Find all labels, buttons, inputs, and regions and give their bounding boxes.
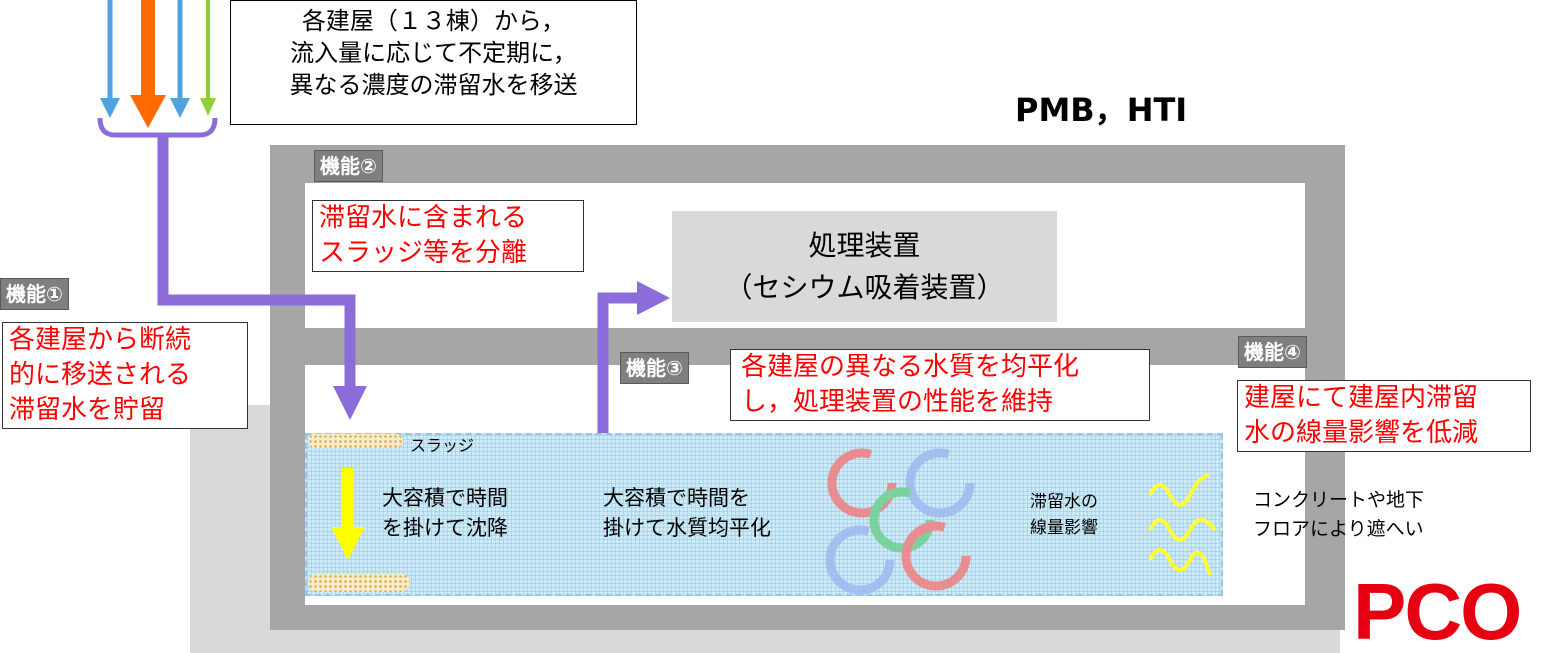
dose-line-2: 線量影響 (1030, 518, 1098, 538)
function-1-line-2: 的に移送される (9, 360, 192, 390)
down-arrow-icon (331, 468, 365, 560)
function-3-box: 各建屋の異なる水質を均平化 し，処理装置の性能を維持 (730, 349, 1150, 421)
shield-line-1: コンクリートや地下 (1253, 489, 1425, 511)
equalize-text: 大容積で時間を 掛けて水質均平化 (603, 483, 771, 543)
treatment-unit: 処理装置 （セシウム吸着装置） (672, 211, 1057, 322)
function-4-label: 機能④ (1238, 336, 1307, 368)
equalize-line-2: 掛けて水質均平化 (603, 516, 771, 540)
transfer-line-2: 流入量に応じて不定期に， (290, 39, 577, 67)
transfer-line-3: 異なる濃度の滞留水を移送 (289, 71, 578, 99)
wave-arrow-icon (1148, 473, 1217, 576)
dose-text: 滞留水の 線量影響 (1030, 489, 1098, 541)
facility-title: PMB，HTI (1015, 91, 1188, 129)
function-2-label: 機能② (314, 150, 383, 182)
function-1-line-1: 各建屋から断続 (9, 325, 192, 355)
treatment-unit-subtitle: （セシウム吸着装置） (724, 271, 1005, 304)
flow-arrow-to-processor (597, 292, 640, 433)
sludge-label: スラッジ (410, 436, 475, 455)
function-1-line-3: 滞留水を貯留 (9, 395, 166, 425)
function-3-line-2: し，処理装置の性能を維持 (741, 387, 1054, 417)
sludge-deposit (308, 574, 410, 592)
shield-text: コンクリートや地下 フロアにより遮へい (1253, 486, 1424, 544)
collector-bracket (97, 117, 218, 138)
dose-line-1: 滞留水の (1030, 492, 1098, 512)
inflow-arrows (100, 0, 216, 128)
function-1-box: 各建屋から断続 的に移送される 滞留水を貯留 (2, 322, 248, 429)
flow-arrow (157, 135, 356, 390)
sediment-line-1: 大容積で時間 (382, 486, 508, 510)
circular-mixing-arrows (825, 448, 975, 595)
transfer-line-1: 各建屋（１３棟）から， (301, 7, 566, 35)
sediment-line-2: を掛けて沈降 (382, 516, 508, 540)
equalize-line-1: 大容積で時間を (603, 486, 750, 510)
function-3-line-1: 各建屋の異なる水質を均平化 (741, 352, 1080, 382)
function-4-box: 建屋にて建屋内滞留 水の線量影響を低減 (1237, 380, 1531, 452)
treatment-unit-name: 処理装置 (808, 229, 921, 262)
sediment-text: 大容積で時間 を掛けて沈降 (382, 483, 508, 543)
function-4-line-2: 水の線量影響を低減 (1244, 418, 1479, 448)
function-2-line-2: スラッジ等を分離 (319, 238, 528, 268)
function-2-line-1: 滞留水に含まれる (319, 203, 528, 233)
shield-line-2: フロアにより遮へい (1253, 518, 1424, 540)
company-logo: PCO (1355, 578, 1551, 650)
function-1-label: 機能① (0, 278, 69, 310)
transfer-note: 各建屋（１３棟）から， 流入量に応じて不定期に， 異なる濃度の滞留水を移送 (230, 0, 637, 125)
function-4-line-1: 建屋にて建屋内滞留 (1244, 383, 1479, 413)
function-2-box: 滞留水に含まれる スラッジ等を分離 (312, 200, 584, 272)
function-3-label: 機能③ (620, 352, 689, 384)
stagnant-water (305, 433, 1223, 596)
sludge-sample (308, 434, 403, 448)
logo-text: PCO (1355, 578, 1522, 650)
